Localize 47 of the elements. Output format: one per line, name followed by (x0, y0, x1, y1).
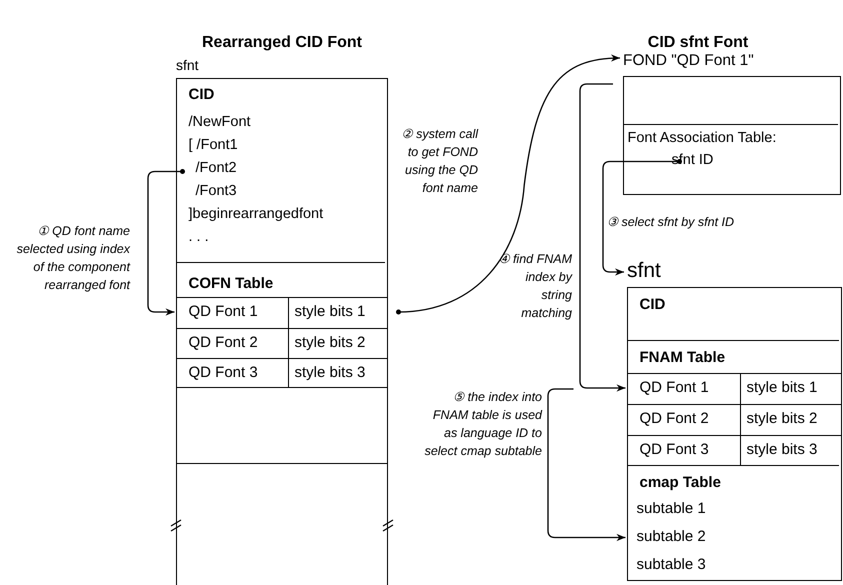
table-cell-text: QD Font 3 (638, 440, 710, 460)
table-cell-text: QD Font 3 (188, 362, 259, 382)
column-heading: Rearranged CID Font (200, 34, 363, 52)
column-heading: CID sfnt Font (646, 34, 750, 52)
table-cell-text: QD Font 1 (188, 302, 259, 322)
table-cell-text: QD Font 2 (188, 332, 259, 352)
table-row (176, 358, 388, 388)
table-cell: style bits 3 (288, 358, 388, 386)
table-row (176, 296, 388, 328)
code-line: /Font2 (196, 160, 237, 176)
table-cell: style bits 2 (288, 328, 388, 358)
table-cell: style bits 2 (740, 404, 842, 434)
code-line: ]beginrearrangedfont (188, 206, 324, 222)
edge-label: ② system call to get FOND using the QD font name (400, 126, 478, 197)
table-row (626, 434, 842, 466)
arrow (147, 169, 185, 316)
arrow (547, 388, 626, 542)
table-row (626, 404, 842, 434)
arrow (396, 54, 620, 314)
box-heading: sfnt (176, 57, 199, 73)
table-cell: style bits 1 (288, 298, 388, 328)
section-heading: FNAM Table (640, 348, 726, 366)
section-heading: Font Association Table: (628, 130, 776, 146)
section-heading: COFN Table (188, 274, 274, 292)
table-entry: subtable 3 (636, 556, 706, 572)
table-cell-text: QD Font 1 (638, 378, 710, 398)
table-row (176, 328, 388, 358)
section-heading: cmap Table (640, 474, 721, 490)
table-row (626, 372, 842, 404)
code-line: . . . (188, 228, 209, 244)
table-cell-text: QD Font 2 (638, 408, 710, 428)
arrow (579, 83, 626, 392)
table-entry: subtable 1 (636, 500, 706, 516)
code-line: /NewFont (188, 114, 251, 130)
code-line: /Font3 (196, 182, 237, 198)
edge-label: ③ select sfnt by sfnt ID (607, 214, 736, 231)
section-heading: CID (188, 86, 214, 102)
edge-label: ① QD font name selected using index of the component rearranged font (16, 223, 130, 294)
table-cell: style bits 3 (740, 436, 842, 466)
code-line: [ /Font1 (188, 136, 238, 152)
table-entry: subtable 2 (636, 528, 706, 544)
box-heading: FOND "QD Font 1" (623, 52, 754, 70)
table-cell: style bits 1 (740, 374, 842, 404)
box-heading: sfnt (627, 259, 661, 283)
arrow (602, 159, 682, 276)
section-heading: CID (640, 296, 666, 312)
edge-label: ⑤ the index into FNAM table is used as language ID to select cmap subtable (424, 389, 542, 460)
